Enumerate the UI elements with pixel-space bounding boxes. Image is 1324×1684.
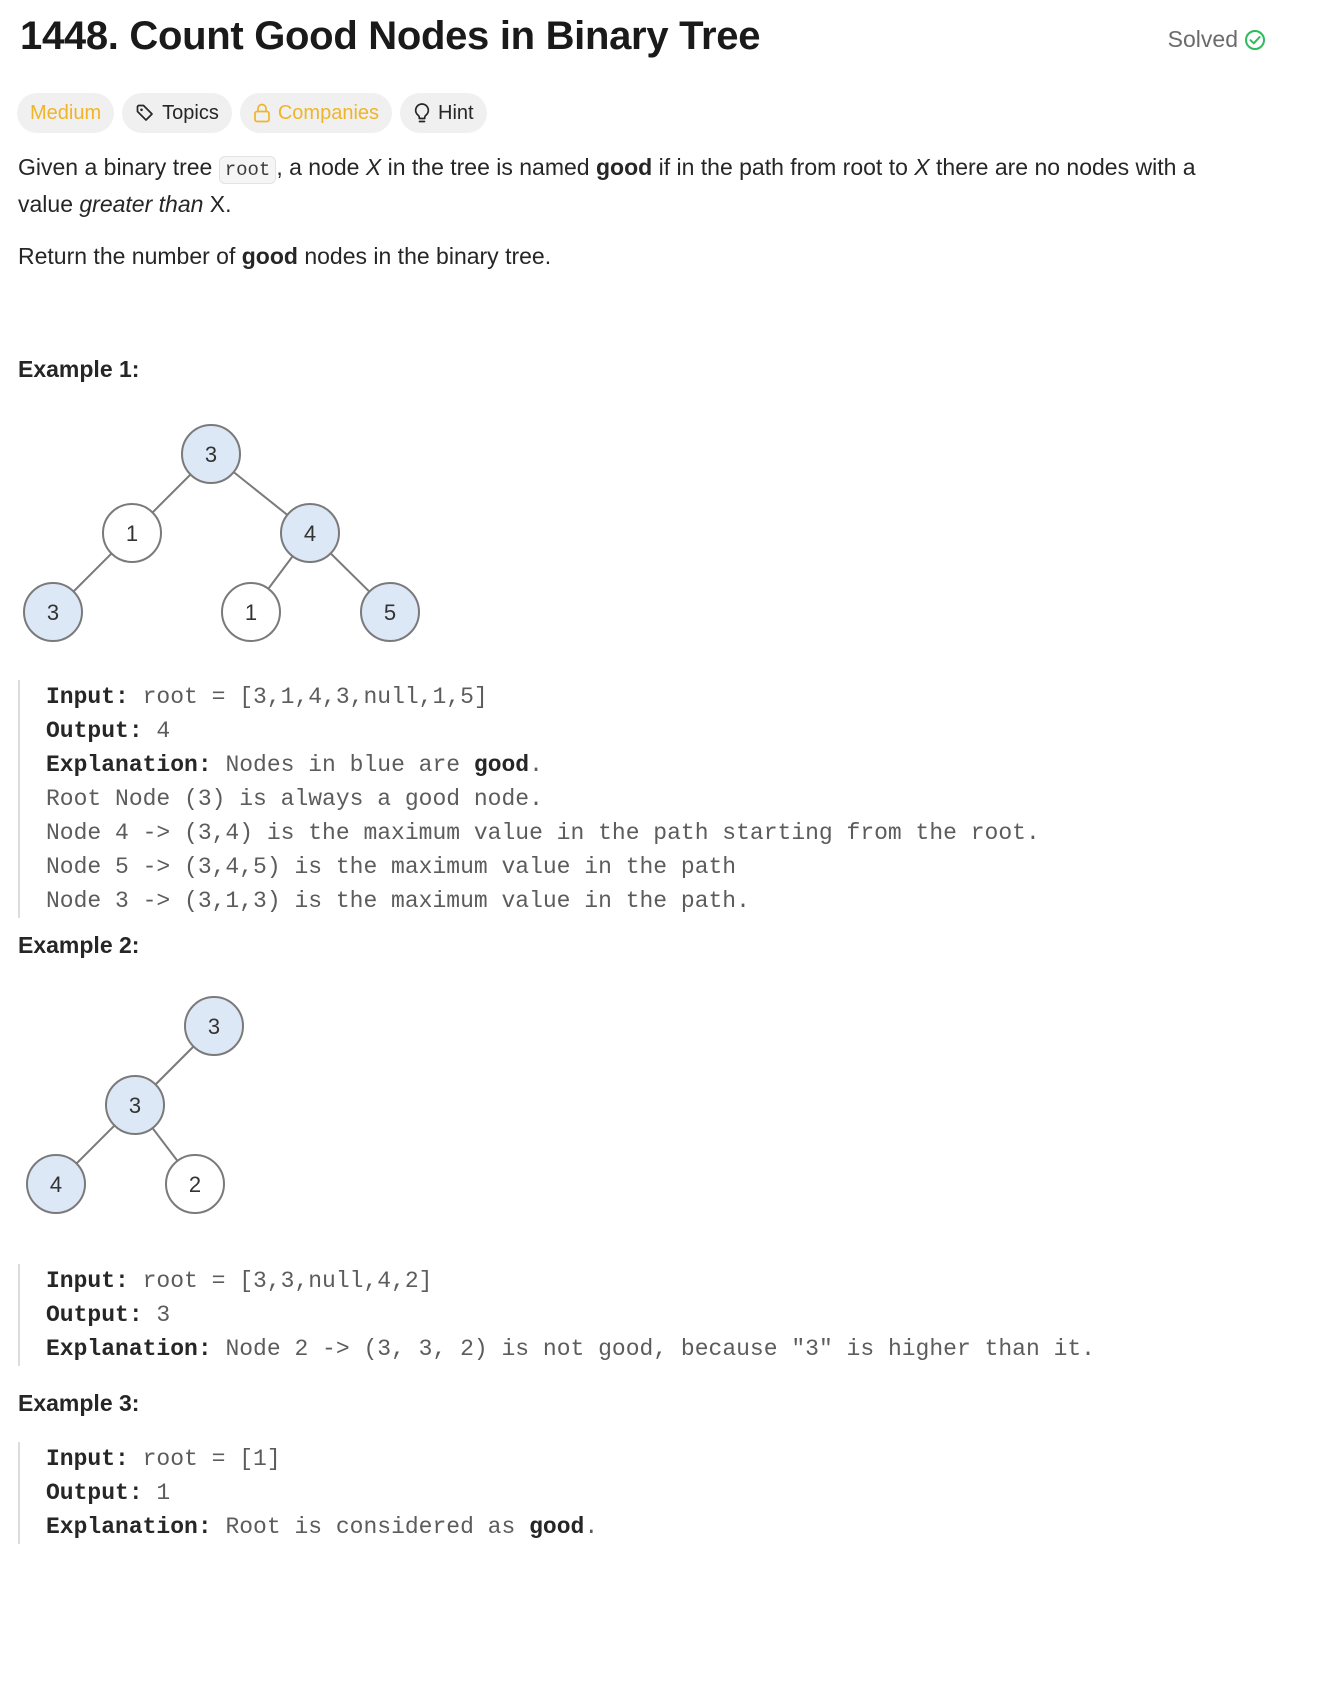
tree-node-good <box>184 996 244 1056</box>
example-2-title: Example 2: <box>18 932 140 958</box>
example-1-tree-diagram: 3 1 4 3 1 5 <box>23 424 420 642</box>
hint-button[interactable]: Hint <box>400 93 487 133</box>
tree-node-label: 2 <box>189 1172 201 1197</box>
example-1-title: Example 1: <box>18 356 140 382</box>
input-value: root = [1] <box>128 1446 281 1472</box>
solved-label: Solved <box>1167 26 1238 52</box>
desc-text: there are no nodes with a <box>929 154 1196 180</box>
tree-node-label: 3 <box>205 442 217 467</box>
tree-node-label: 4 <box>304 521 316 546</box>
output-value: 3 <box>142 1302 171 1328</box>
desc-text: in the tree is named <box>381 154 596 180</box>
explanation-text: Nodes in blue are <box>211 752 474 778</box>
desc-bold-good: good <box>241 243 298 269</box>
input-label: Input: <box>46 684 129 710</box>
topics-label: Topics <box>162 101 219 124</box>
companies-button[interactable]: Companies <box>239 93 393 133</box>
desc-text: Return the number of <box>18 243 242 269</box>
tree-node-label: 1 <box>126 521 138 546</box>
hint-label: Hint <box>438 101 474 124</box>
lightbulb-icon <box>414 103 430 123</box>
explanation-label: Explanation: <box>46 1336 212 1362</box>
example-3-title: Example 3: <box>18 1390 140 1416</box>
desc-text: value <box>18 191 80 217</box>
desc-text: if in the path from root to <box>652 154 915 180</box>
desc-italic-greater: greater than <box>79 191 204 217</box>
explanation-detail-line: Node 3 -> (3,1,3) is the maximum value i… <box>46 888 750 914</box>
explanation-text: Node 2 -> (3, 3, 2) is not good, because… <box>211 1336 1095 1362</box>
explanation-detail-line: Root Node (3) is always a good node. <box>46 786 543 812</box>
input-label: Input: <box>46 1268 129 1294</box>
tree-node <box>221 582 281 642</box>
tree-node-label: 5 <box>384 600 396 625</box>
example-2-tree-diagram: 3 3 4 2 <box>26 996 244 1214</box>
description-paragraph-2: Return the number of good nodes in the b… <box>18 239 551 273</box>
example-1-input-line: Input: root = [3,1,4,3,null,1,5] <box>46 680 1040 714</box>
tree-node-label: 3 <box>47 600 59 625</box>
explanation-bold-good: good <box>529 1514 585 1540</box>
tree-node-good <box>360 582 420 642</box>
description-paragraph-1: Given a binary tree root, a node X in th… <box>18 150 1308 221</box>
explanation-detail-line: Node 4 -> (3,4) is the maximum value in … <box>46 820 1040 846</box>
desc-text: Given a binary tree <box>18 154 219 180</box>
companies-label: Companies <box>277 101 380 124</box>
output-label: Output: <box>46 1302 143 1328</box>
explanation-bold-good: good <box>473 752 530 778</box>
tree-node-label: 3 <box>129 1093 141 1118</box>
lock-icon <box>253 103 270 123</box>
example-1-block: Input: root = [3,1,4,3,null,1,5]Output: … <box>18 680 1040 918</box>
tree-node-good <box>181 424 241 484</box>
tree-node-good <box>280 503 340 563</box>
difficulty-badge[interactable]: Medium <box>17 93 115 133</box>
tree-node-label: 4 <box>50 1172 62 1197</box>
problem-tags: Medium Topics Companies Hint <box>17 93 487 133</box>
tree-node <box>102 503 162 563</box>
example-1-output-line: Output: 4 <box>46 714 1040 748</box>
output-value: 4 <box>142 718 171 744</box>
tree-node-good <box>26 1154 86 1214</box>
example-3-input-line: Input: root = [1] <box>46 1442 598 1476</box>
desc-text: , a node <box>276 154 366 180</box>
solved-status: Solved <box>1168 26 1266 53</box>
example-3-output-line: Output: 1 <box>46 1476 598 1510</box>
topics-button[interactable]: Topics <box>122 93 232 133</box>
inline-code-root: root <box>218 156 277 184</box>
desc-text: X. <box>203 191 232 217</box>
difficulty-label: Medium <box>30 101 102 124</box>
tree-node-label: 3 <box>208 1014 220 1039</box>
input-value: root = [3,3,null,4,2] <box>128 1268 433 1294</box>
tree-node-good <box>23 582 83 642</box>
explanation-label: Explanation: <box>46 752 212 778</box>
tag-icon <box>136 104 153 121</box>
example-2-input-line: Input: root = [3,3,null,4,2] <box>46 1264 1095 1298</box>
output-label: Output: <box>46 718 143 744</box>
tree-node-good <box>105 1075 165 1135</box>
input-value: root = [3,1,4,3,null,1,5] <box>128 684 488 710</box>
explanation-text: Root is considered as <box>211 1514 530 1540</box>
desc-bold-good: good <box>596 154 653 180</box>
check-circle-icon <box>1245 29 1265 50</box>
tree-node <box>165 1154 225 1214</box>
example-2-explanation-line: Explanation: Node 2 -> (3, 3, 2) is not … <box>46 1332 1095 1366</box>
desc-text: nodes in the binary tree. <box>297 243 552 269</box>
desc-italic-x: X <box>365 154 382 180</box>
explanation-text: . <box>529 752 543 778</box>
output-label: Output: <box>46 1480 143 1506</box>
explanation-text: . <box>584 1514 599 1540</box>
example-3-explanation-line: Explanation: Root is considered as good. <box>46 1510 598 1544</box>
desc-italic-x: X <box>914 154 930 180</box>
tree-node-label: 1 <box>245 600 257 625</box>
example-1-explanation-line: Explanation: Nodes in blue are good. <box>46 748 1040 782</box>
input-label: Input: <box>46 1446 129 1472</box>
example-2-output-line: Output: 3 <box>46 1298 1095 1332</box>
explanation-detail-line: Node 5 -> (3,4,5) is the maximum value i… <box>46 854 737 880</box>
problem-title: 1448. Count Good Nodes in Binary Tree <box>20 14 761 58</box>
output-value: 1 <box>142 1480 171 1506</box>
explanation-label: Explanation: <box>46 1514 212 1540</box>
